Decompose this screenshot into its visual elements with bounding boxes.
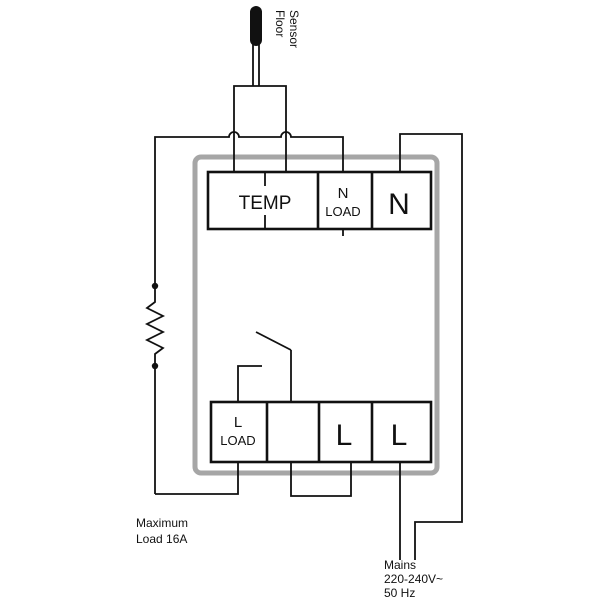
floor-sensor-label-line1: Floor [273,10,287,37]
terminal-n-load-label-top: N [338,185,349,202]
top-terminal-block [206,170,433,236]
sensor-wires [233,84,287,172]
terminal-l1-label: L [336,419,353,452]
terminal-n-label: N [388,188,410,221]
terminal-l-load-label-top: L [234,414,242,431]
terminal-n-load-label-bottom: LOAD [325,204,360,219]
mains-label-line1: Mains [384,558,416,572]
floor-sensor-probe [250,6,262,84]
terminal-temp-label: TEMP [239,193,292,214]
max-load-label-line2: Load 16A [136,532,187,546]
heating-load-wire [154,131,344,495]
terminal-l-load-label-bottom: LOAD [220,433,255,448]
heating-element-resistor [144,282,166,370]
terminal-l2-label: L [391,419,408,452]
l-jumper-wire [290,462,352,497]
bottom-terminal-block [209,400,433,464]
floor-sensor-label-line2: Sensor [287,10,301,48]
mains-label-line3: 50 Hz [384,586,415,600]
max-load-label-line1: Maximum [136,516,188,530]
relay-switch [237,331,292,402]
mains-wiring [399,133,463,560]
mains-label-line2: 220-240V~ [384,572,443,586]
thermostat-housing [192,154,440,476]
